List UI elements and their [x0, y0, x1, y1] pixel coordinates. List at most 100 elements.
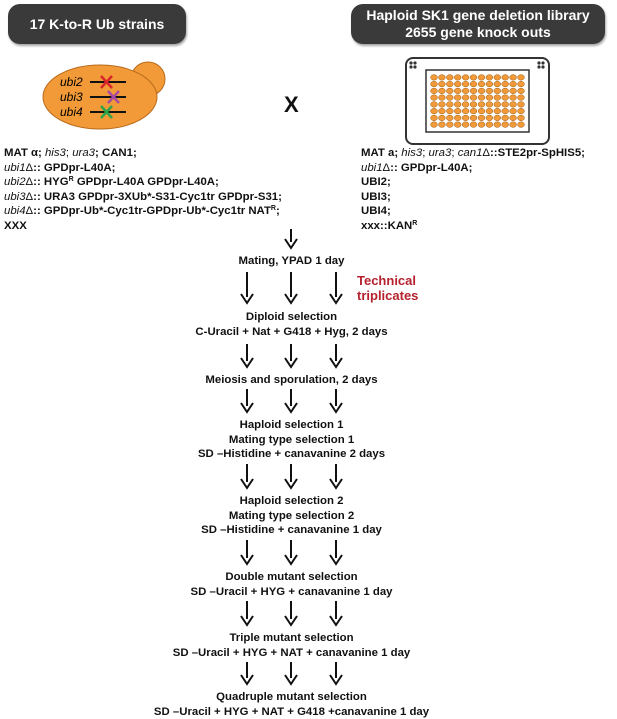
plate-well [446, 74, 454, 81]
plate-well [461, 114, 470, 121]
plate-well [454, 101, 462, 108]
plate-well [430, 74, 438, 81]
right-genotype-line5: UBI4; [361, 205, 391, 218]
plate-well [430, 101, 438, 108]
plate-well [485, 81, 494, 88]
plate-well [501, 108, 509, 115]
plate-well [517, 101, 525, 108]
plate-well [509, 94, 517, 101]
plate-well [501, 87, 509, 94]
right-genotype-line3: UBI2; [361, 176, 391, 189]
flow-arrow-head-icon [329, 478, 343, 490]
plate-well [493, 114, 501, 121]
left-genotype-line6: XXX [4, 219, 27, 232]
plate-well [461, 121, 470, 128]
plate-well [438, 74, 446, 81]
plate-well [469, 87, 478, 94]
plate-well [509, 81, 517, 88]
plate-well [454, 121, 462, 128]
step-meiosis-sporulation: Meiosis and sporulation, 2 days [205, 374, 378, 386]
flow-arrow-head-icon [329, 554, 343, 566]
plate-well [477, 121, 486, 128]
plate-well [477, 108, 486, 115]
flow-arrow-head-icon [240, 554, 254, 566]
plate-well [446, 108, 454, 115]
plate-well [517, 114, 525, 121]
flow-arrow-head-icon [240, 357, 254, 369]
plate-well [501, 114, 509, 121]
flow-arrow-head-icon [284, 293, 298, 305]
plate-well [446, 94, 454, 101]
plate-well [438, 81, 446, 88]
plate-well [485, 121, 494, 128]
step-mating: Mating, YPAD 1 day [238, 255, 345, 267]
plate-well [438, 94, 446, 101]
plate-well [446, 114, 454, 121]
flow-arrow-head-icon [329, 293, 343, 305]
plate-well [454, 114, 462, 121]
flow-arrow-head-icon [240, 615, 254, 627]
right-genotype-line4: UBI3; [361, 190, 391, 203]
plate-well [517, 121, 525, 128]
gene-label-ubi3: ubi3 [60, 90, 83, 104]
library-plate-icon [405, 57, 550, 145]
plate-well [517, 81, 525, 88]
plate-well [493, 101, 501, 108]
technical-note-line1: Technical [357, 273, 417, 288]
right-header-line1: Haploid SK1 gene deletion library [366, 7, 590, 23]
left-header-text: 17 K-to-R Ub strains [29, 15, 165, 32]
plate-well [517, 87, 525, 94]
right-header-line2: 2655 gene knock outs [405, 24, 551, 40]
plate-well [501, 101, 509, 108]
plate-well [509, 101, 517, 108]
left-genotype-line4: ubi3Δ:: URA3 GPDpr-3XUb*-S31-Cyc1tr GPDp… [4, 190, 282, 203]
plate-well [446, 81, 454, 88]
plate-well [477, 94, 486, 101]
plate-well [438, 87, 446, 94]
plate-well [461, 108, 470, 115]
plate-well [446, 87, 454, 94]
plate-well [501, 94, 509, 101]
left-genotype-line2: ubi1Δ:: GPDpr-L40A; [4, 161, 116, 174]
plate-well [454, 74, 462, 81]
technical-note-line2: triplicates [357, 288, 419, 303]
flow-arrow-head-icon [284, 402, 298, 414]
plate-well [469, 121, 478, 128]
plate-well [430, 87, 438, 94]
plate-well [493, 74, 501, 81]
plate-well [485, 101, 494, 108]
left-genotype: MAT α; his3; ura3; CAN1; ubi1Δ:: GPDpr-L… [4, 146, 282, 234]
plate-well [446, 121, 454, 128]
plate-well [430, 121, 438, 128]
flow-arrow-head-icon [240, 674, 254, 686]
plate-well [517, 94, 525, 101]
step-haploid-selection-1: Haploid selection 1 Mating type selectio… [197, 419, 386, 461]
plate-well [469, 108, 478, 115]
plate-well [493, 94, 501, 101]
cross-symbol: X [284, 92, 299, 117]
ubi2-deletion-mark [100, 75, 113, 89]
left-genotype-line3: ubi2Δ:: HYGR GPDpr-L40A GPDpr-L40A; [4, 176, 219, 189]
plate-well [454, 108, 462, 115]
gene-label-ubi2: ubi2 [60, 75, 83, 89]
plate-well [477, 101, 486, 108]
plate-well [469, 81, 478, 88]
right-genotype: MAT a; his3; ura3; can1Δ::STE2pr-SpHIS5;… [361, 146, 585, 234]
flow-arrow-head-icon [329, 615, 343, 627]
plate-well [461, 87, 470, 94]
step-quadruple-mutant-selection: Quadruple mutant selection SD –Uracil + … [153, 691, 430, 718]
flow-arrow-head-icon [329, 357, 343, 369]
step-diploid-selection: Diploid selection C-Uracil + Nat + G418 … [195, 311, 388, 338]
plate-well [430, 81, 438, 88]
plate-well [430, 94, 438, 101]
plate-well [477, 74, 486, 81]
flow-arrow-head-icon [284, 238, 298, 250]
step-double-mutant-selection: Double mutant selection SD –Uracil + HYG… [190, 571, 393, 598]
flow-arrow-head-icon [284, 478, 298, 490]
plate-well [438, 114, 446, 121]
plate-well [461, 94, 470, 101]
plate-well [461, 74, 470, 81]
left-strain-header: 17 K-to-R Ub strains [8, 4, 186, 44]
left-genotype-line1: MAT α; his3; ura3; CAN1; [4, 147, 137, 159]
